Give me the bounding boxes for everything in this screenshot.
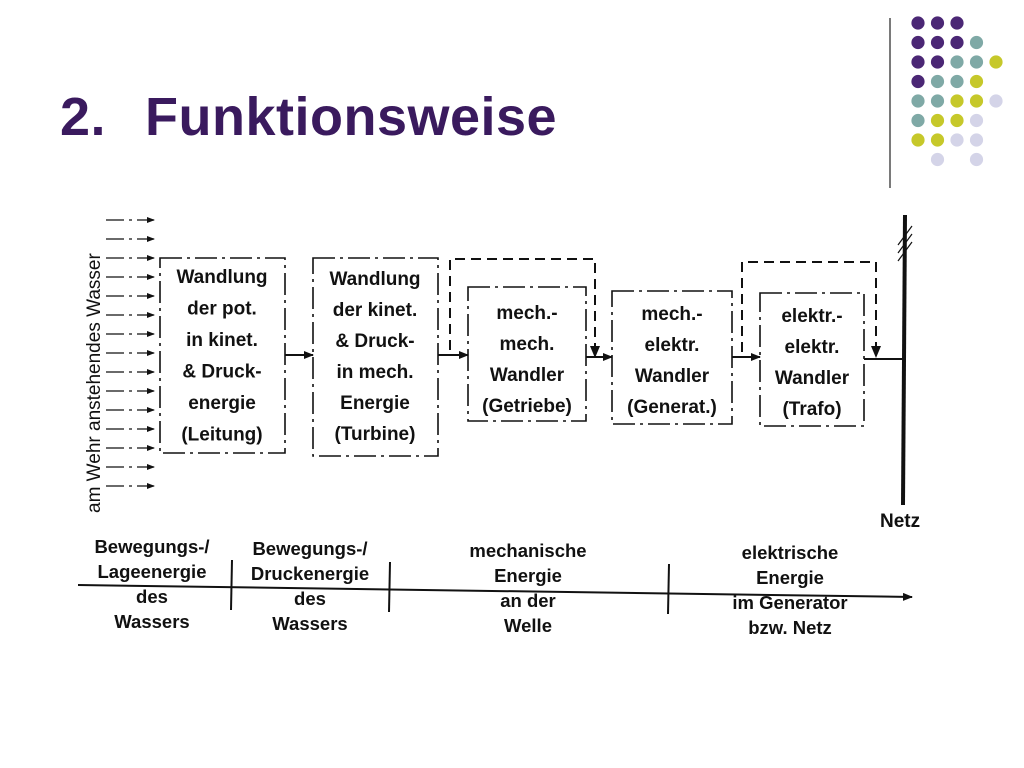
stage-label-line: des <box>136 586 168 607</box>
box-line: Wandlung <box>176 267 267 288</box>
decor-dot <box>969 152 984 167</box>
decor-dot <box>950 113 964 128</box>
decor-dot <box>969 74 984 89</box>
decor-dot <box>930 16 945 30</box>
decor-dot <box>911 55 925 69</box>
decor-dot <box>950 55 964 69</box>
netz-hatch <box>897 225 913 262</box>
stage-label-line: bzw. Netz <box>748 617 832 638</box>
decor-dot <box>930 152 945 167</box>
netz-label: Netz <box>880 511 920 532</box>
box-line: in mech. <box>336 362 413 383</box>
decor-dot <box>911 16 925 30</box>
stage-label-line: an der <box>500 590 556 611</box>
decor-dot <box>930 113 945 128</box>
decor-dot <box>930 94 945 108</box>
bypass-loop-getriebe <box>449 258 596 352</box>
box-line: & Druck- <box>335 331 414 352</box>
box-line: & Druck- <box>182 362 261 383</box>
decor-dot <box>911 133 925 147</box>
box-line: Wandler <box>635 366 710 387</box>
box-trafo-frame <box>759 292 865 427</box>
stage-label-line: Bewegungs-/ <box>94 536 209 557</box>
stage-label-line: Bewegungs-/ <box>252 538 367 559</box>
stage-label-line: Wassers <box>114 611 189 632</box>
decor-dot <box>950 74 964 89</box>
box-line: (Leitung) <box>181 425 262 446</box>
stage-divider-3 <box>667 563 670 615</box>
box-line: elektr.- <box>781 306 842 327</box>
decor-dot <box>911 113 925 128</box>
stage-label-line: mechanische <box>469 540 586 561</box>
box-line: Wandler <box>775 368 850 389</box>
decor-dot <box>911 94 925 108</box>
side-label: am Wehr anstehendes Wasser <box>84 253 105 513</box>
decor-dot <box>950 133 964 147</box>
stage-divider-2 <box>388 561 391 613</box>
decor-dot <box>930 74 945 89</box>
stage-label-line: Welle <box>504 615 552 636</box>
decor-dot <box>969 94 984 108</box>
decor-dot <box>969 113 984 128</box>
box-line: der kinet. <box>333 300 417 321</box>
box-line: (Getriebe) <box>482 396 572 417</box>
box-line: Wandler <box>490 365 565 386</box>
decor-dot <box>930 35 945 50</box>
decor-dot <box>911 35 925 50</box>
box-line: in kinet. <box>186 330 258 351</box>
bypass-arrowhead-trafo <box>871 346 881 358</box>
stage-label-line: im Generator <box>732 592 847 613</box>
decor-dot <box>969 35 984 50</box>
box-line: elektr. <box>645 335 700 356</box>
box-line: Energie <box>340 393 410 414</box>
stage-label-line: Druckenergie <box>251 563 369 584</box>
decorative-dot-grid <box>911 16 1003 167</box>
decor-dot <box>950 35 964 50</box>
water-inflow-arrows <box>106 217 155 489</box>
bypass-arrowhead-getriebe <box>590 346 600 358</box>
decor-dot <box>911 74 925 89</box>
stage-label-line: Energie <box>494 565 562 586</box>
section-number: 2. <box>60 87 107 147</box>
box-line: elektr. <box>785 337 840 358</box>
box-line: Wandlung <box>329 269 420 290</box>
decor-dot <box>930 133 945 147</box>
slide-title: 2. Funktionsweise <box>60 86 557 148</box>
netz-bar <box>901 214 907 506</box>
box-line: mech.- <box>496 303 557 324</box>
stage-label-line: Energie <box>756 567 824 588</box>
box-line: (Turbine) <box>335 424 416 445</box>
box-line: (Generat.) <box>627 397 717 418</box>
box-line: mech. <box>500 334 555 355</box>
decor-dot <box>930 55 945 69</box>
decor-dot <box>950 94 964 108</box>
box-line: energie <box>188 393 256 414</box>
stage-label-line: Lageenergie <box>98 561 207 582</box>
decor-dot <box>969 55 984 69</box>
title-divider-line <box>889 18 891 188</box>
stage-divider-1 <box>230 559 233 611</box>
box-line: der pot. <box>187 299 257 320</box>
energy-axis <box>77 584 913 601</box>
box-line: (Trafo) <box>782 399 841 420</box>
decor-dot <box>969 133 984 147</box>
title-text: Funktionsweise <box>145 87 558 147</box>
stage-label-line: des <box>294 588 326 609</box>
decor-dot <box>989 94 1003 108</box>
decor-dot <box>950 16 964 30</box>
stage-label-line: elektrische <box>742 542 839 563</box>
decor-dot <box>989 55 1003 69</box>
stage-label-line: Wassers <box>272 613 347 634</box>
box-line: mech.- <box>641 304 702 325</box>
